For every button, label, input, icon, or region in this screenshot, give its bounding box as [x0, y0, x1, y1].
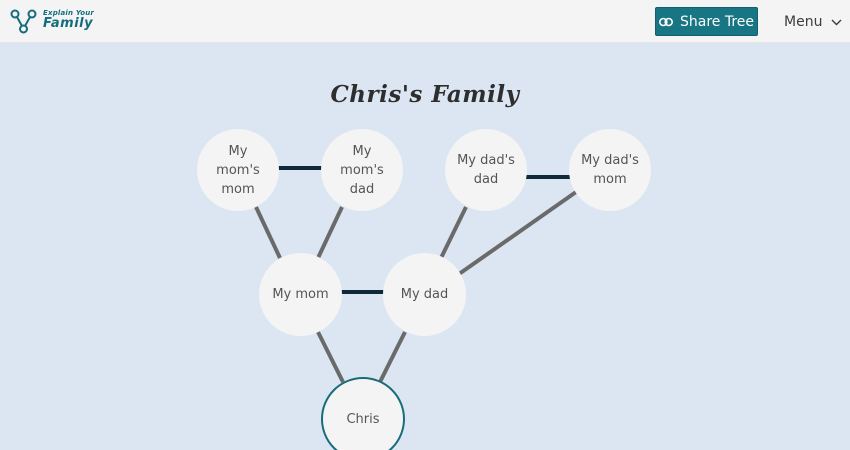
share-tree-label: Share Tree [679, 13, 755, 30]
parent-line-mom [316, 331, 345, 383]
node-dads-dad[interactable]: My dad's dad [445, 129, 527, 211]
menu-label: Menu [784, 14, 823, 30]
node-label: My dad's mom [581, 153, 639, 187]
chevron-down-icon [831, 19, 842, 25]
node-mom[interactable]: My mom [259, 253, 342, 336]
node-dads-mom[interactable]: My dad's mom [569, 129, 651, 211]
parent-line-dads-mom [457, 190, 578, 276]
node-label: My mom [272, 287, 329, 302]
logo-text-bottom: Family [43, 16, 94, 31]
node-dad[interactable]: My dad [383, 253, 466, 336]
parent-line-dad [378, 331, 407, 383]
logo-text-top: Explain Your [43, 9, 95, 17]
parent-line-moms-dad [316, 206, 344, 259]
parent-line-dads-dad [439, 206, 468, 259]
node-moms-mom[interactable]: My mom's mom [197, 129, 279, 211]
node-label: Chris [346, 411, 380, 427]
logo-tree-icon [10, 9, 37, 34]
node-label: My dad's dad [457, 153, 515, 187]
menu-button[interactable]: Menu [784, 12, 842, 32]
page-title: Chris's Family [330, 81, 520, 108]
parent-line-moms-mom [254, 206, 282, 259]
node-label: My dad [400, 287, 449, 302]
node-label: My mom's mom [216, 143, 260, 197]
node-moms-dad[interactable]: My mom's dad [321, 129, 403, 211]
top-bar: Explain Your Family Share Tree Menu [0, 0, 850, 43]
node-label: My mom's dad [340, 143, 384, 197]
logo[interactable] [10, 8, 105, 36]
link-icon [658, 17, 673, 26]
share-tree-button[interactable]: Share Tree [655, 7, 758, 36]
node-me[interactable]: Chris [321, 377, 405, 450]
